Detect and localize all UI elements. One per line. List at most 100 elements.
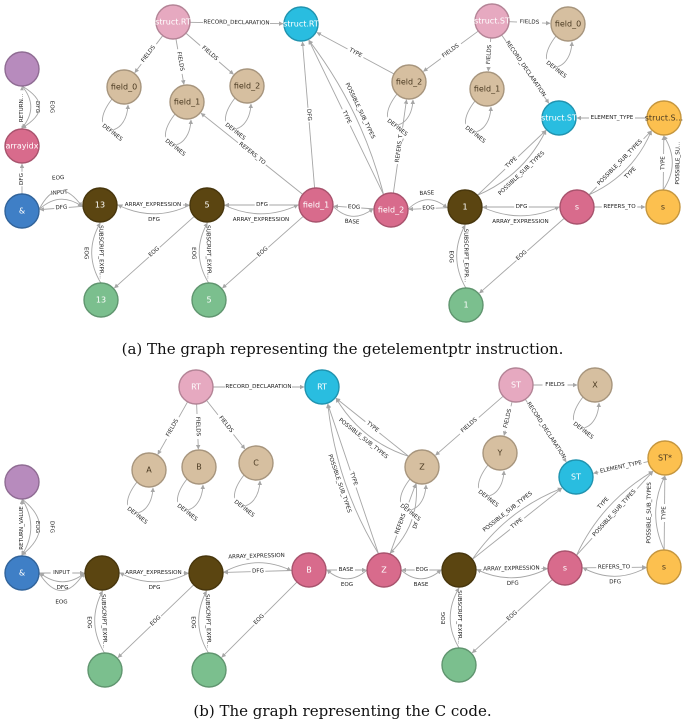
node-circle[interactable] xyxy=(4,555,40,591)
graph-b-node-green[interactable] xyxy=(191,652,227,688)
graph-a-node-s[interactable]: s xyxy=(645,189,681,225)
graph-b-node-green[interactable] xyxy=(87,652,123,688)
graph-a-node-field-1[interactable]: field_1 xyxy=(469,71,505,107)
node-circle[interactable] xyxy=(647,440,683,476)
node-circle[interactable] xyxy=(645,189,681,225)
node-circle[interactable] xyxy=(181,449,217,485)
node-circle[interactable] xyxy=(189,187,225,223)
graph-a-node-struct-rt[interactable]: struct.RT xyxy=(155,4,191,40)
node-circle[interactable] xyxy=(577,367,613,403)
node-circle[interactable] xyxy=(4,51,40,87)
graph-a-node-5[interactable]: 5 xyxy=(191,282,227,318)
graph-a-node-field-1[interactable]: field_1 xyxy=(169,84,205,120)
node-circle[interactable] xyxy=(304,369,340,405)
node-circle[interactable] xyxy=(391,64,427,100)
graph-b-edge-defines: DEFINES xyxy=(173,478,206,525)
node-circle[interactable] xyxy=(441,647,477,683)
graph-b-node-st[interactable]: ST xyxy=(498,367,534,403)
node-circle[interactable] xyxy=(482,435,518,471)
node-circle[interactable] xyxy=(191,282,227,318)
graph-a-node-5[interactable]: 5 xyxy=(189,187,225,223)
node-circle[interactable] xyxy=(298,187,334,223)
node-circle[interactable] xyxy=(83,282,119,318)
graph-a-node-arrayidx[interactable]: arrayidx xyxy=(4,128,40,164)
node-circle[interactable] xyxy=(448,287,484,323)
node-label: Z xyxy=(419,463,425,472)
graph-b-node-s[interactable]: s xyxy=(646,549,682,585)
edge-label: EOG xyxy=(55,600,67,606)
graph-b-node-z[interactable]: Z xyxy=(404,449,440,485)
node-circle[interactable] xyxy=(283,6,319,42)
graph-b-node-green[interactable] xyxy=(441,647,477,683)
edge-label-bg xyxy=(589,114,635,122)
node-circle[interactable] xyxy=(155,4,191,40)
node-circle[interactable] xyxy=(188,555,224,591)
node-circle[interactable] xyxy=(229,68,265,104)
node-circle[interactable] xyxy=(131,452,167,488)
node-circle[interactable] xyxy=(84,555,120,591)
node-circle[interactable] xyxy=(106,69,142,105)
graph-a-node-s[interactable]: s xyxy=(559,189,595,225)
edge-line xyxy=(21,85,40,129)
graph-a-node-node[interactable]: & xyxy=(4,193,40,229)
node-circle[interactable] xyxy=(559,189,595,225)
node-circle[interactable] xyxy=(4,193,40,229)
node-circle[interactable] xyxy=(366,552,402,588)
node-circle[interactable] xyxy=(498,367,534,403)
edge-label-bg xyxy=(50,569,73,577)
node-circle[interactable] xyxy=(238,445,274,481)
graph-b-node-rt[interactable]: RT xyxy=(304,369,340,405)
graph-a-node-field-1[interactable]: field_1 xyxy=(298,187,334,223)
node-circle[interactable] xyxy=(291,552,327,588)
graph-b-node-b[interactable]: B xyxy=(291,552,327,588)
node-circle[interactable] xyxy=(169,84,205,120)
graph-a-node-13[interactable]: 13 xyxy=(82,187,118,223)
node-circle[interactable] xyxy=(541,100,577,136)
graph-a-node-1[interactable]: 1 xyxy=(447,189,483,225)
graph-a-node-13[interactable]: 13 xyxy=(83,282,119,318)
graph-a-node-field-2[interactable]: field_2 xyxy=(391,64,427,100)
node-circle[interactable] xyxy=(474,3,510,39)
graph-b-node-a[interactable]: A xyxy=(131,452,167,488)
graph-b-node-b[interactable]: B xyxy=(181,449,217,485)
graph-a-node-field-0[interactable]: field_0 xyxy=(106,69,142,105)
graph-a-node-purple[interactable] xyxy=(4,51,40,87)
node-circle[interactable] xyxy=(4,128,40,164)
graph-a-node-field-0[interactable]: field_0 xyxy=(550,6,586,42)
graph-b-node-st[interactable]: ST* xyxy=(647,440,683,476)
graph-b-node-dark[interactable] xyxy=(441,552,477,588)
graph-b-node-dark[interactable] xyxy=(84,555,120,591)
graph-a-node-struct-st[interactable]: struct.ST xyxy=(541,100,577,136)
graph-a-node-field-2[interactable]: field_2 xyxy=(229,68,265,104)
node-circle[interactable] xyxy=(447,189,483,225)
graph-b-node-dark[interactable] xyxy=(188,555,224,591)
graph-b-node-rt[interactable]: RT xyxy=(178,369,214,405)
graph-b-node-node[interactable]: & xyxy=(4,555,40,591)
graph-b-node-c[interactable]: C xyxy=(238,445,274,481)
node-circle[interactable] xyxy=(87,652,123,688)
node-circle[interactable] xyxy=(469,71,505,107)
node-circle[interactable] xyxy=(4,464,40,500)
node-circle[interactable] xyxy=(646,100,682,136)
node-circle[interactable] xyxy=(373,192,409,228)
graph-a-node-1[interactable]: 1 xyxy=(448,287,484,323)
graph-b-node-st[interactable]: ST xyxy=(558,459,594,495)
graph-a-node-field-2[interactable]: field_2 xyxy=(373,192,409,228)
graph-b-node-z[interactable]: Z xyxy=(366,552,402,588)
graph-a-node-struct-rt[interactable]: struct.RT xyxy=(283,6,319,42)
node-circle[interactable] xyxy=(441,552,477,588)
node-circle[interactable] xyxy=(550,6,586,42)
graph-b-node-purple[interactable] xyxy=(4,464,40,500)
node-circle[interactable] xyxy=(178,369,214,405)
graph-b-node-x[interactable]: X xyxy=(577,367,613,403)
node-circle[interactable] xyxy=(404,449,440,485)
node-circle[interactable] xyxy=(558,459,594,495)
node-circle[interactable] xyxy=(547,550,583,586)
graph-a-node-struct-st[interactable]: struct.ST xyxy=(474,3,510,39)
node-circle[interactable] xyxy=(82,187,118,223)
graph-b-node-y[interactable]: Y xyxy=(482,435,518,471)
node-circle[interactable] xyxy=(646,549,682,585)
node-circle[interactable] xyxy=(191,652,227,688)
graph-a-node-struct-s[interactable]: struct.S... xyxy=(645,100,683,136)
graph-b-node-s[interactable]: s xyxy=(547,550,583,586)
